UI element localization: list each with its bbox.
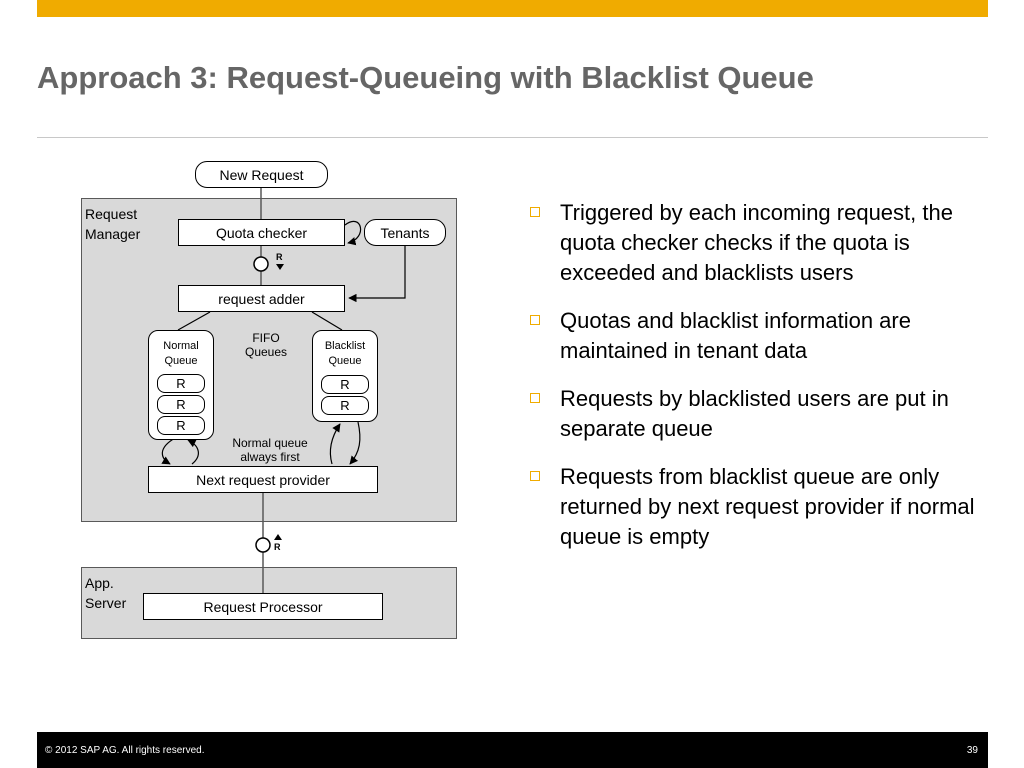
line-normal-to-provider bbox=[161, 437, 176, 465]
blacklist-queue: Blacklist Queue R R bbox=[312, 330, 378, 422]
bullet-item: Triggered by each incoming request, the … bbox=[528, 198, 988, 288]
blacklist-queue-item: R bbox=[321, 396, 369, 415]
footer-copyright: © 2012 SAP AG. All rights reserved. bbox=[45, 745, 205, 756]
bullet-list: Triggered by each incoming request, the … bbox=[528, 198, 988, 570]
checkbox-bullet-icon bbox=[530, 207, 540, 217]
normal-queue-label: Normal Queue bbox=[163, 340, 199, 367]
normal-queue-item: R bbox=[157, 374, 205, 393]
title-divider bbox=[37, 137, 988, 138]
new-request-node: New Request bbox=[195, 161, 328, 188]
tenants-node: Tenants bbox=[364, 219, 446, 246]
line-adder-to-blacklist bbox=[311, 311, 343, 331]
channel-circle-2 bbox=[255, 537, 271, 553]
request-adder-node: request adder bbox=[178, 285, 345, 312]
checkbox-bullet-icon bbox=[530, 315, 540, 325]
channel-circle-1 bbox=[253, 256, 269, 272]
page-number: 39 bbox=[966, 745, 978, 756]
channel-r-label-2: R bbox=[274, 542, 281, 552]
normal-queue: Normal Queue R R R bbox=[148, 330, 214, 440]
request-manager-label: Request Manager bbox=[85, 206, 141, 242]
channel-arrow-2 bbox=[274, 534, 282, 540]
channel-arrow-1 bbox=[276, 264, 284, 270]
bullet-text: Triggered by each incoming request, the … bbox=[560, 200, 953, 285]
line-provider-to-blacklist bbox=[329, 423, 341, 465]
line-tenants-to-adder bbox=[348, 246, 406, 303]
line-quota-tenants-loop bbox=[344, 220, 362, 246]
app-server-label: App. Server bbox=[85, 575, 127, 611]
next-request-provider-node: Next request provider bbox=[148, 466, 378, 493]
normal-queue-first-note: Normal queue always first bbox=[232, 436, 308, 464]
footer-bar: © 2012 SAP AG. All rights reserved. 39 bbox=[37, 732, 988, 768]
normal-queue-item: R bbox=[157, 416, 205, 435]
slide-title: Approach 3: Request-Queueing with Blackl… bbox=[37, 60, 814, 95]
normal-queue-item: R bbox=[157, 395, 205, 414]
fifo-queues-label: FIFO Queues bbox=[244, 331, 288, 359]
top-accent-bar bbox=[37, 0, 988, 17]
checkbox-bullet-icon bbox=[530, 393, 540, 403]
line-blacklist-to-provider bbox=[349, 421, 361, 465]
bullet-item: Quotas and blacklist information are mai… bbox=[528, 306, 988, 366]
blacklist-queue-label: Blacklist Queue bbox=[324, 340, 366, 367]
channel-r-label-1: R bbox=[276, 252, 283, 262]
bullet-item: Requests by blacklisted users are put in… bbox=[528, 384, 988, 444]
bullet-item: Requests from blacklist queue are only r… bbox=[528, 462, 988, 552]
request-processor-node: Request Processor bbox=[143, 593, 383, 620]
bullet-text: Requests by blacklisted users are put in… bbox=[560, 386, 949, 441]
bullet-text: Quotas and blacklist information are mai… bbox=[560, 308, 911, 363]
line-adder-to-normal bbox=[177, 311, 211, 331]
blacklist-queue-item: R bbox=[321, 375, 369, 394]
line-provider-to-normal bbox=[187, 439, 199, 465]
quota-checker-node: Quota checker bbox=[178, 219, 345, 246]
checkbox-bullet-icon bbox=[530, 471, 540, 481]
bullet-text: Requests from blacklist queue are only r… bbox=[560, 464, 975, 549]
